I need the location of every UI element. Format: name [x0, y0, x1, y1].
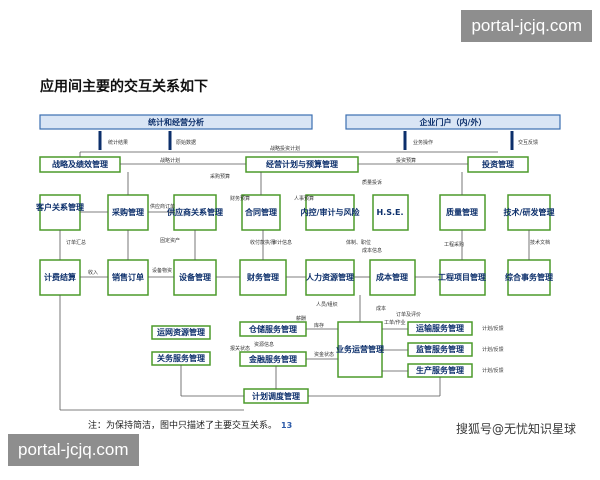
box-investment-label: 投资管理	[482, 159, 514, 169]
box-crm-label: 客户关系管理	[35, 202, 84, 212]
box-business-operation	[337, 321, 383, 378]
box-crm	[39, 194, 81, 231]
label-eng-purchase: 工程采购	[444, 241, 464, 248]
flow-label-feedback: 交互反馈	[518, 139, 538, 146]
label-receive-pay: 收付款执行	[250, 239, 275, 246]
box-operation-budget-label: 经营计划与预算管理	[266, 159, 338, 169]
box-cost-label: 成本管理	[376, 272, 408, 282]
source-credit: 搜狐号@无忧知识星球	[456, 422, 577, 436]
label-deposit: 资金状态	[314, 351, 334, 358]
box-cost	[369, 259, 416, 296]
box-internal-control	[305, 194, 355, 231]
watermark-bottom: portal-jcjq.com	[8, 434, 139, 466]
flow-label-business-op: 业务操作	[413, 139, 433, 146]
box-business-operation-label: 业务运营管理	[336, 344, 384, 354]
page-number: 13	[281, 421, 293, 430]
box-network-resource-label: 运网资源管理	[157, 327, 205, 337]
label-plan-feedback-2: 计划/反馈	[482, 346, 504, 353]
box-internal-control-label: 内控/审计与风险	[301, 207, 361, 217]
box-strategy-performance-label: 战略及绩效管理	[52, 159, 108, 169]
box-supervision-label: 监管服务管理	[416, 344, 464, 354]
label-storage: 库存	[314, 322, 324, 329]
footnote-text: 注：为保持简洁，图中只描述了主要交互关系。	[88, 421, 278, 431]
box-hse-label: H.S.E.	[376, 208, 403, 217]
enterprise-portal-label: 企业门户（内/外）	[419, 117, 487, 127]
page-title: 应用间主要的交互关系如下	[40, 79, 208, 95]
label-asset-info: 资源信息	[254, 341, 274, 348]
box-sales-order-label: 销售订单	[112, 272, 144, 282]
flow-label-raw-data: 原始数据	[176, 139, 196, 146]
box-billing	[39, 259, 81, 296]
label-cost: 成本	[376, 305, 386, 312]
box-network-resource	[151, 325, 211, 340]
box-operation-budget	[245, 156, 359, 173]
label-order-status: 订单及评价	[396, 311, 421, 318]
label-plan-feedback-3: 计划/反馈	[482, 367, 504, 374]
box-quality	[439, 194, 486, 231]
label-system-duty: 体制、职位	[346, 239, 371, 246]
label-strategy-plan: 战略投资计划	[270, 145, 300, 152]
box-transport	[407, 321, 473, 336]
box-equipment-label: 设备管理	[179, 272, 211, 282]
label-device-material: 设备物资	[152, 267, 172, 274]
box-general-affairs-label: 综合事务管理	[505, 272, 553, 282]
box-purchase-label: 采购管理	[111, 207, 144, 217]
box-engineering	[439, 259, 486, 296]
label-cost-info: 成本信息	[362, 247, 382, 254]
label-work-order: 工单/作业	[384, 319, 406, 326]
box-contract	[241, 194, 281, 231]
label-salary: 薪酬	[296, 315, 306, 322]
label-income: 收入	[88, 269, 98, 276]
box-billing-label: 计费结算	[44, 272, 76, 282]
watermark-top: portal-jcjq.com	[461, 10, 592, 42]
box-financial-service-label: 金融服务管理	[248, 354, 297, 364]
box-investment	[467, 156, 529, 173]
label-quality-invest: 质量投诉	[362, 179, 382, 186]
box-engineering-label: 工程项目管理	[438, 272, 486, 282]
box-production-label: 生产服务管理	[416, 365, 464, 375]
label-tech-doc: 技术文档	[530, 239, 550, 246]
label-strategy-link: 战略计划	[160, 157, 180, 164]
flow-label-stats-result: 统计结果	[108, 139, 128, 146]
label-plan-feedback-1: 计划/反馈	[482, 325, 504, 332]
box-hr	[305, 259, 355, 296]
label-staff-budget: 人事预算	[294, 195, 314, 202]
box-tech-rd-label: 技术/研发管理	[504, 207, 555, 217]
label-labor: 人员/组织	[316, 301, 338, 308]
label-purchase-budget: 采购预算	[210, 173, 230, 180]
label-audit-info: 审计信息	[272, 239, 292, 246]
label-supply-order: 供应商订单	[150, 203, 175, 210]
label-order-aggregate: 订单汇总	[66, 239, 86, 246]
box-contract-label: 合同管理	[244, 207, 277, 217]
box-hr-label: 人力资源管理	[306, 272, 354, 282]
stats-analysis-label: 统计和经营分析	[148, 117, 204, 127]
box-warehouse-label: 仓储服务管理	[248, 324, 297, 334]
label-invest-budget: 投资预算	[396, 157, 416, 164]
label-finance-budget: 财务预算	[230, 195, 250, 202]
box-finance	[239, 259, 287, 296]
box-planning-dispatch-label: 计划调度管理	[252, 391, 300, 401]
box-transport-label: 运输服务管理	[416, 323, 464, 333]
box-supplier-label: 供应商关系管理	[166, 207, 223, 217]
box-sales-order	[107, 259, 149, 296]
stats-analysis-bar	[39, 114, 313, 130]
label-customs-status: 报关状态	[230, 345, 250, 352]
box-finance-label: 财务管理	[246, 272, 279, 282]
footnote: 注：为保持简洁，图中只描述了主要交互关系。13	[88, 418, 292, 431]
box-customs-label: 关务服务管理	[157, 353, 205, 363]
box-supervision	[407, 342, 473, 357]
label-fixed-assets: 固定资产	[160, 237, 180, 244]
enterprise-portal-bar	[345, 114, 561, 130]
box-general-affairs	[507, 259, 551, 296]
box-hse	[372, 194, 409, 231]
box-quality-label: 质量管理	[446, 207, 478, 217]
